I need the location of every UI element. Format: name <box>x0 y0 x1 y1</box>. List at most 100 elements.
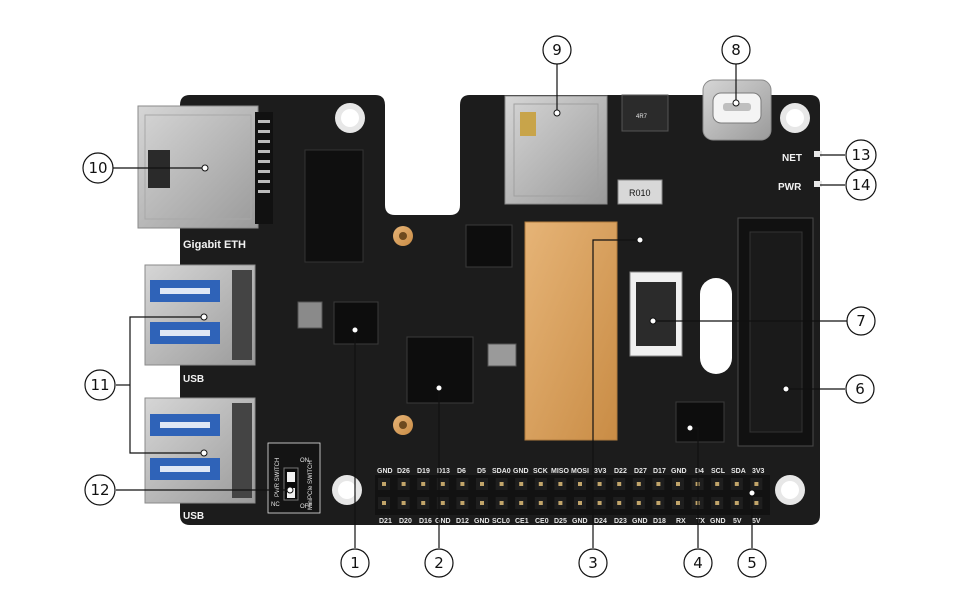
gpio-label-top-5: D6 <box>457 468 466 475</box>
current-sense-resistor <box>617 179 663 205</box>
leader-lines <box>113 63 847 548</box>
pwr-led-label: PWR <box>778 182 802 193</box>
sim-card-slot <box>504 95 608 205</box>
net-led-label: NET <box>782 153 802 164</box>
gpio-pin <box>499 482 504 486</box>
ffc-connector <box>629 271 683 357</box>
callout-number-1: 1 <box>350 554 360 572</box>
switches: PWR SWITCH MiniPCIe SWITCH NC ON OFF <box>267 442 321 514</box>
gpio-label-top-13: D22 <box>614 468 627 475</box>
callout-number-10: 10 <box>88 159 107 177</box>
mounting-holes <box>332 103 810 505</box>
callout-number-11: 11 <box>90 376 109 394</box>
gpio-label-top-8: GND <box>513 468 529 475</box>
usb-c-port <box>702 79 772 141</box>
gpio-pin <box>538 501 543 505</box>
gpio-label-bottom-8: CE1 <box>515 518 529 525</box>
gpio-pin <box>578 501 582 505</box>
gpio-label-bottom-17: TX <box>696 518 705 525</box>
gpio-pin <box>597 501 602 505</box>
gpio-pin <box>480 501 484 505</box>
gpio-pin <box>421 482 426 486</box>
gpio-pin <box>715 482 720 486</box>
small-ic <box>333 301 379 345</box>
gpio-label-top-16: GND <box>671 468 687 475</box>
gpio-pin <box>754 482 759 486</box>
gpio-label-top-2: D26 <box>397 468 410 475</box>
gpio-pin <box>636 482 641 486</box>
gpio-pin <box>499 501 504 505</box>
callout-13: 13 <box>845 139 877 171</box>
gpio-label-top-1: GND <box>377 468 393 475</box>
gpio-label-bottom-6: GND <box>474 518 490 525</box>
eth-label: Gigabit ETH <box>183 239 246 251</box>
callout-3: 3 <box>578 548 608 578</box>
callout-11: 11 <box>84 369 116 401</box>
gpio-label-bottom-7: SCL0 <box>492 518 510 525</box>
switch-label-minipcie: MiniPCIe SWITCH <box>308 460 314 510</box>
top-middle-chip <box>465 224 513 268</box>
gpio-pin <box>617 501 622 505</box>
main-controller-chip <box>406 336 474 404</box>
gpio-label-top-9: SCK <box>533 468 548 475</box>
gpio-label-bottom-9: CE0 <box>535 518 549 525</box>
inductor <box>621 94 669 132</box>
resistor-text: R010 <box>629 188 651 198</box>
gpio-header <box>375 475 770 515</box>
callout-number-3: 3 <box>588 554 598 572</box>
callout-number-9: 9 <box>552 41 562 59</box>
ethernet-transformer <box>304 149 364 263</box>
gpio-label-top-3: D19 <box>417 468 430 475</box>
callout-7: 7 <box>846 306 876 336</box>
gpio-label-bottom-1: D21 <box>379 518 392 525</box>
callout-9: 9 <box>542 35 572 65</box>
usb-port-top <box>144 264 256 366</box>
switch-label-off: OFF <box>300 504 312 510</box>
gpio-label-top-20: 3V3 <box>752 468 765 475</box>
switch-label-nc: NC <box>271 502 280 508</box>
gpio-pin <box>480 482 484 486</box>
gpio-label-bottom-20: 5V <box>752 518 761 525</box>
callout-1: 1 <box>340 548 370 578</box>
gpio-label-top-12: 3V3 <box>594 468 607 475</box>
callout-2: 2 <box>424 548 454 578</box>
pwr-led <box>814 181 822 187</box>
gpio-label-top-14: D27 <box>634 468 647 475</box>
callout-number-12: 12 <box>90 481 109 499</box>
gpio-label-top-11: MOSI <box>571 468 589 475</box>
gpio-label-top-17: D4 <box>695 468 704 475</box>
gpio-pin <box>460 482 465 486</box>
gpio-label-bottom-3: D16 <box>419 518 432 525</box>
gpio-pin <box>578 482 582 486</box>
gpio-label-bottom-19: 5V <box>733 518 742 525</box>
usb-ports <box>144 264 256 504</box>
gpio-label-bottom-5: D12 <box>456 518 469 525</box>
gpio-pin <box>538 482 543 486</box>
gpio-pin <box>636 501 641 505</box>
gpio-bottom-labels: D21 D20 D16 GND D12 GND SCL0 CE1 CE0 D25… <box>379 518 761 525</box>
callout-5: 5 <box>737 548 767 578</box>
callout-4: 4 <box>683 548 713 578</box>
gpio-label-top-4: D13 <box>437 468 450 475</box>
callout-number-7: 7 <box>856 312 866 330</box>
gpio-label-top-18: SCL <box>711 468 726 475</box>
callout-number-2: 2 <box>434 554 444 572</box>
gpio-pin <box>421 501 426 505</box>
gpio-pin <box>382 501 386 505</box>
callout-number-6: 6 <box>855 380 865 398</box>
gpio-pin <box>460 501 465 505</box>
callout-14: 14 <box>845 169 877 201</box>
gpio-label-bottom-15: D18 <box>653 518 666 525</box>
ethernet-port <box>137 105 273 229</box>
gpio-pin <box>401 482 406 486</box>
callout-number-14: 14 <box>851 176 870 194</box>
gpio-pin <box>382 482 386 486</box>
gpio-pin <box>401 501 406 505</box>
switch-label-on: ON <box>300 458 309 464</box>
gpio-pin <box>519 482 524 486</box>
callout-number-4: 4 <box>693 554 703 572</box>
callout-10: 10 <box>82 152 114 184</box>
gpio-label-bottom-2: D20 <box>399 518 412 525</box>
gpio-label-bottom-12: D24 <box>594 518 607 525</box>
